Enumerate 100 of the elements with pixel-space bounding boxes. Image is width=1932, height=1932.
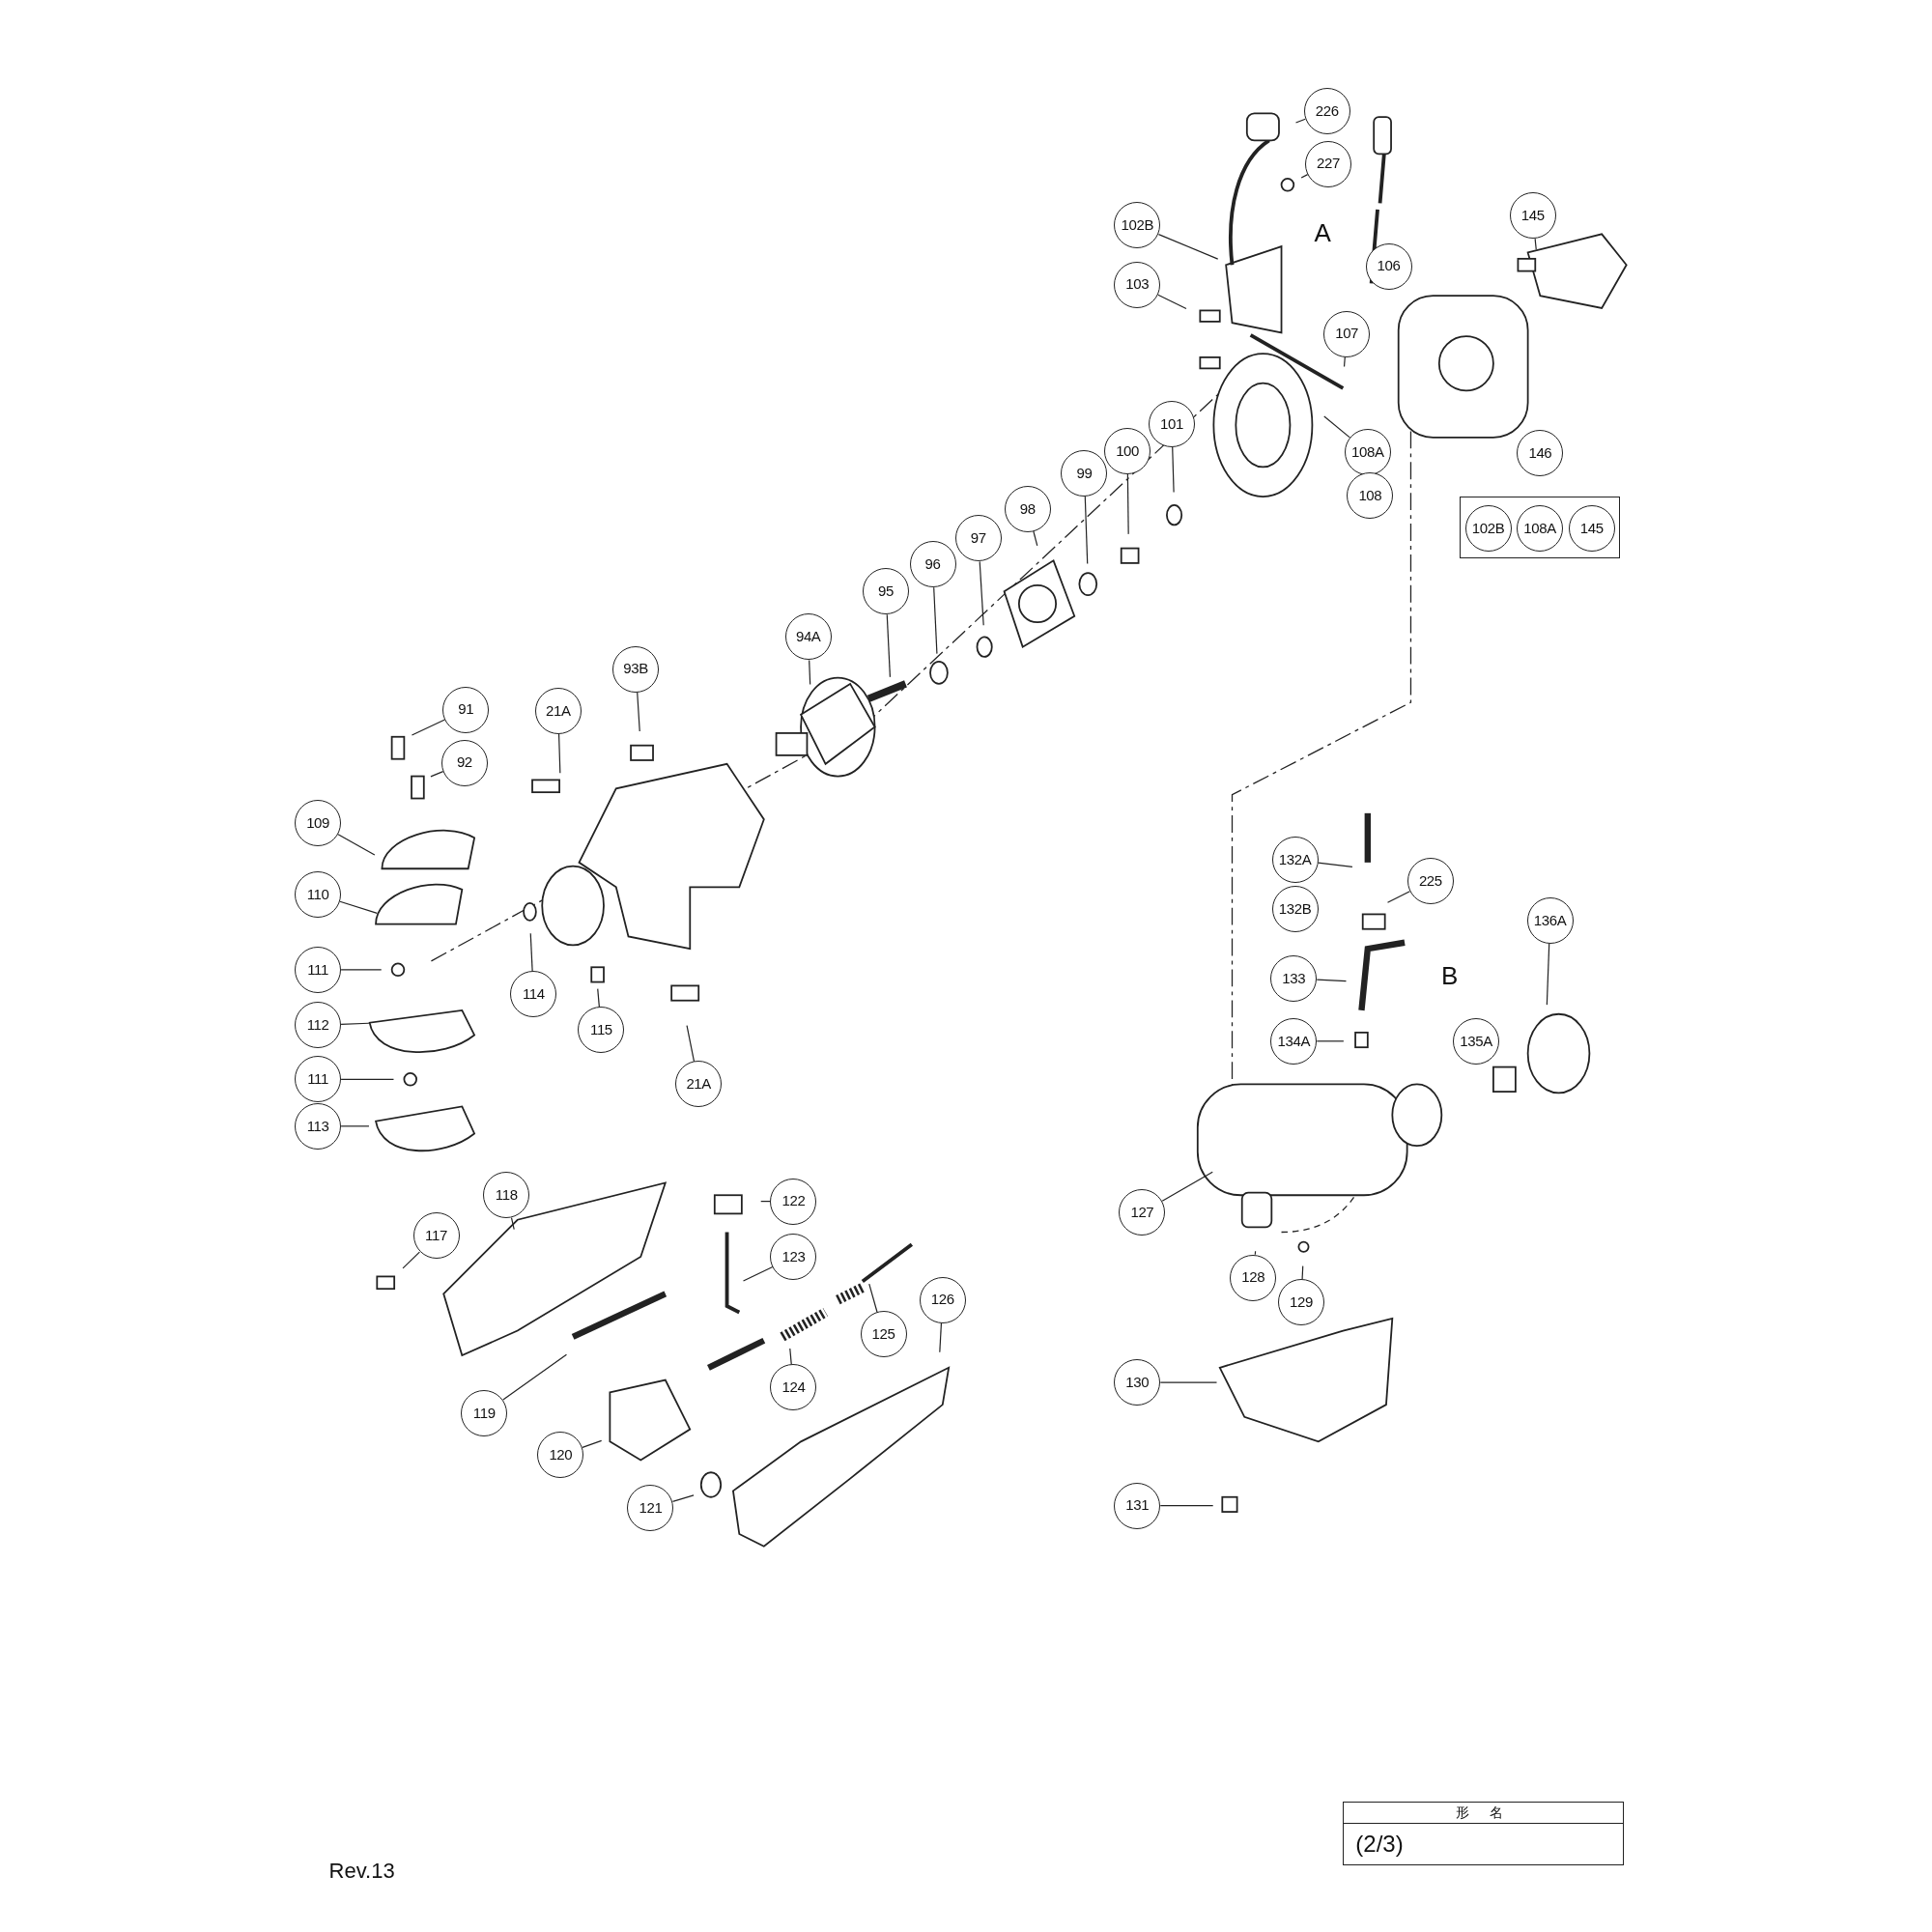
callout-number: 109 bbox=[295, 800, 342, 847]
leader-line bbox=[809, 659, 811, 686]
sheet-number: (2/3) bbox=[1355, 1829, 1404, 1859]
leader-line bbox=[340, 1022, 370, 1025]
callout-number: 133 bbox=[1270, 954, 1318, 1002]
callout-number: 102B bbox=[1114, 202, 1161, 249]
callout-number: 128 bbox=[1230, 1254, 1277, 1301]
callout-number: 111 bbox=[295, 946, 342, 993]
leader-line bbox=[1084, 496, 1089, 565]
leader-line bbox=[339, 900, 378, 914]
leader-line bbox=[557, 733, 561, 774]
leader-line bbox=[1157, 294, 1187, 310]
leader-line bbox=[686, 1025, 696, 1063]
callout-number: 132A bbox=[1271, 837, 1319, 884]
callout-number: 92 bbox=[440, 739, 488, 786]
callout-number: 120 bbox=[537, 1432, 584, 1479]
leader-line bbox=[979, 560, 984, 626]
leader-line bbox=[510, 1217, 515, 1231]
reference-letter: A bbox=[1314, 220, 1331, 246]
callout-number: 225 bbox=[1406, 858, 1454, 904]
callout-number: 108A bbox=[1344, 429, 1391, 476]
leader-line bbox=[1343, 356, 1346, 368]
callout-number: 227 bbox=[1305, 140, 1351, 187]
callout-number: 146 bbox=[1517, 430, 1564, 477]
callout-number: 129 bbox=[1277, 1279, 1324, 1326]
leader-line bbox=[340, 1078, 395, 1080]
revision-note: Rev.13 bbox=[328, 1857, 395, 1885]
callout-number: 136A bbox=[1526, 896, 1574, 944]
callout-number: 131 bbox=[1114, 1482, 1161, 1529]
callout-number: 110 bbox=[295, 871, 342, 918]
leader-line bbox=[1323, 415, 1350, 439]
leader-line bbox=[742, 1265, 774, 1282]
leader-line bbox=[760, 1201, 772, 1203]
leader-line bbox=[789, 1348, 792, 1365]
leader-line bbox=[411, 719, 446, 736]
callout-number: 124 bbox=[770, 1364, 817, 1411]
leader-line bbox=[582, 1439, 603, 1448]
callout-number: 94A bbox=[784, 613, 832, 661]
callout-number: 127 bbox=[1119, 1189, 1166, 1236]
callout-number: 122 bbox=[770, 1178, 817, 1225]
leader-line bbox=[502, 1353, 568, 1401]
callout-number: 130 bbox=[1114, 1359, 1161, 1406]
leader-line bbox=[597, 988, 600, 1008]
callout-number: 126 bbox=[919, 1276, 966, 1323]
callout-number: 91 bbox=[442, 686, 490, 733]
callout-number: 135A bbox=[1453, 1017, 1500, 1065]
leader-line bbox=[1254, 1250, 1257, 1256]
leader-line bbox=[1316, 979, 1348, 982]
leader-line bbox=[1294, 118, 1306, 124]
callout-number: 99 bbox=[1061, 449, 1108, 497]
callout-number: 226 bbox=[1303, 87, 1350, 134]
leader-line bbox=[637, 691, 640, 732]
callout-number: 134A bbox=[1270, 1017, 1318, 1065]
leader-line bbox=[1126, 473, 1129, 535]
callout-number: 96 bbox=[909, 541, 956, 588]
callout-number: 98 bbox=[1004, 485, 1051, 532]
leader-line bbox=[1161, 1171, 1213, 1202]
leader-line bbox=[933, 586, 938, 655]
callout-number: 113 bbox=[295, 1102, 342, 1150]
reference-letter: B bbox=[1441, 963, 1459, 989]
leader-line bbox=[1386, 891, 1410, 903]
leader-line bbox=[529, 932, 533, 972]
leader-line bbox=[939, 1322, 943, 1353]
leader-line bbox=[1172, 446, 1175, 494]
leader-line bbox=[1534, 238, 1537, 250]
callout-number: 111 bbox=[295, 1056, 342, 1103]
model-heading: 形 名 bbox=[1456, 1803, 1512, 1822]
leader-line bbox=[1317, 862, 1353, 867]
leader-line bbox=[1159, 1381, 1218, 1383]
leader-line bbox=[1159, 1505, 1214, 1507]
leader-line bbox=[868, 1283, 878, 1313]
callout-number: 125 bbox=[860, 1311, 907, 1358]
callout-number: 115 bbox=[578, 1007, 625, 1054]
callout-number: 95 bbox=[863, 568, 910, 615]
callout-number: 117 bbox=[412, 1212, 460, 1260]
callout-number: 123 bbox=[770, 1234, 817, 1280]
callout-number: 21A bbox=[534, 687, 582, 734]
callout-number: 112 bbox=[295, 1002, 342, 1049]
leader-line bbox=[1316, 1040, 1345, 1042]
callout-number: 108 bbox=[1347, 471, 1394, 519]
callout-number: 118 bbox=[483, 1172, 530, 1219]
kit-group-frame bbox=[1460, 497, 1621, 558]
leader-line bbox=[402, 1251, 420, 1269]
callout-number: 100 bbox=[1104, 427, 1151, 474]
leader-line bbox=[671, 1494, 695, 1502]
callout-number: 101 bbox=[1149, 400, 1195, 447]
callout-number: 93B bbox=[612, 645, 660, 693]
leader-line bbox=[340, 1125, 370, 1127]
callout-number: 106 bbox=[1365, 242, 1412, 290]
leader-line bbox=[1301, 1265, 1304, 1280]
callout-number: 114 bbox=[510, 971, 557, 1018]
leader-line bbox=[1546, 943, 1550, 1006]
leader-line bbox=[340, 969, 383, 971]
callout-number: 21A bbox=[675, 1061, 723, 1108]
callout-number: 121 bbox=[627, 1485, 674, 1532]
leader-line bbox=[337, 834, 376, 856]
callout-number: 145 bbox=[1509, 192, 1556, 240]
leader-line bbox=[886, 613, 891, 678]
callout-number: 107 bbox=[1323, 310, 1371, 357]
callout-number: 108A bbox=[1517, 504, 1564, 552]
